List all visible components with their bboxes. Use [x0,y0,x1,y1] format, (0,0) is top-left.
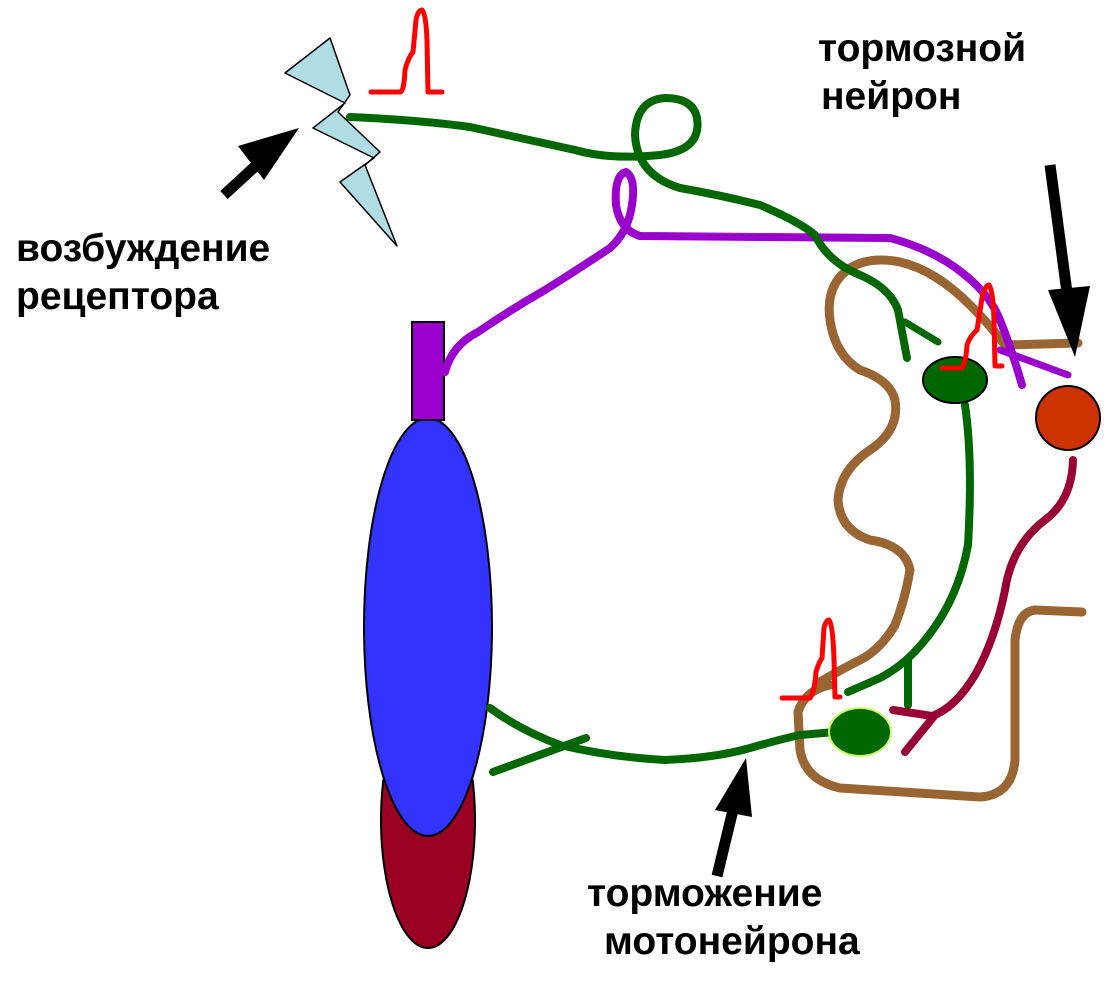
nerve-impulse-icon [779,617,843,701]
spinal-cord-outline-lower [793,605,1087,802]
motor-endplate-branch [489,734,590,776]
spindle-afferent-branch [996,346,1072,379]
lightning-bolt-icon [284,37,398,247]
nerve-impulse-icon [939,282,1005,371]
spinal-cord-outline-upper [815,255,1083,687]
muscle-spindle-cap [411,321,445,421]
muscle-belly [363,417,493,837]
motoneuron-inhibition-label-line2: мотонейрона [604,920,860,963]
inhibitory-neuron-label: тормозной нейрон [818,25,1026,121]
nerve-impulse-icon [368,7,445,95]
arrow-icon [1044,164,1090,357]
inhibitory-neuron-body [1035,385,1101,451]
inhibitory-neuron-label-line1: тормозной [818,27,1027,70]
arrow-icon [711,758,752,878]
spindle-afferent-fiber [441,168,1026,389]
receptor-excitation-label-line2: рецептора [16,275,219,318]
receptor-afferent-branch [901,318,942,346]
receptor-excitation-label-line1: возбуждение [16,227,271,270]
motoneuron-inhibition-label: торможение мотонейрона [587,870,860,966]
inhibitory-axon [889,456,1077,720]
inhibitory-neuron-label-line2: нейрон [821,75,962,118]
green-interneuron-body [922,356,988,404]
receptor-afferent-fiber [346,94,911,362]
motoneuron-inhibition-label-line1: торможение [587,872,823,915]
receptor-excitation-label: возбуждение рецептора [16,225,270,321]
inhibitory-synapse-stroke [901,711,939,756]
motor-neuron-body [828,707,892,757]
arrow-icon [220,128,299,200]
motor-efferent-fiber [486,704,839,764]
